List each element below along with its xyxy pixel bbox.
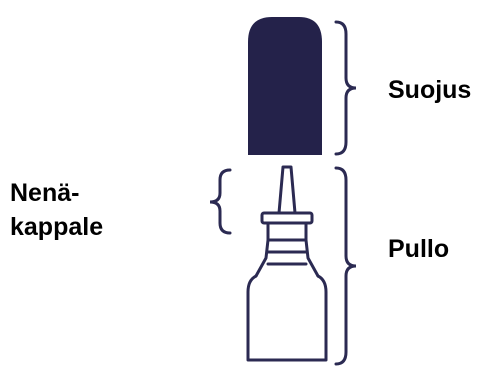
nozzle-label-line2: kappale <box>10 210 103 244</box>
bottle-neck <box>268 223 306 240</box>
bottle-body <box>248 276 326 360</box>
bottle-outline <box>248 167 326 360</box>
bottle-brace <box>336 168 356 364</box>
bottle-shoulder <box>256 240 318 276</box>
cap-label: Suojus <box>388 73 471 107</box>
cap-shape <box>248 17 322 155</box>
cap-brace <box>336 22 356 154</box>
nozzle-label-line1: Nenä- <box>10 176 103 210</box>
nozzle-tip <box>279 167 295 213</box>
nozzle-collar <box>262 213 312 223</box>
nozzle-brace <box>210 170 230 233</box>
nozzle-label: Nenä- kappale <box>10 176 103 244</box>
bottle-label: Pullo <box>388 232 449 266</box>
